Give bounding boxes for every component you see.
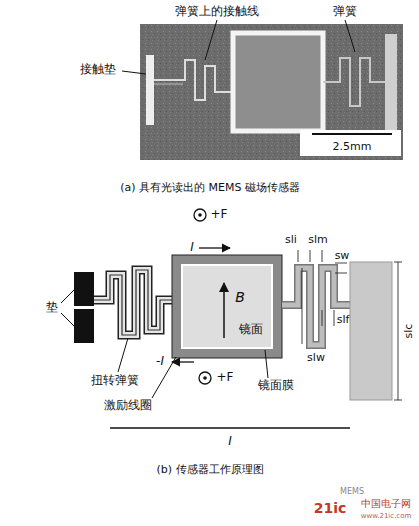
watermark: 中国电子网 <box>361 498 411 509</box>
part-name: 镜面 <box>239 323 263 336</box>
part-name: 接触垫 <box>80 63 116 76</box>
watermark: 21ic <box>314 501 347 516</box>
signal-label: -I <box>156 355 164 368</box>
mirror-membrane: B 镜面 <box>182 265 272 348</box>
watermark: MEMS <box>340 488 364 497</box>
principle-drawing <box>61 209 402 428</box>
dimension-label: slf <box>337 314 350 326</box>
figure-caption: (a) 具有光读出的 MEMS 磁场传感器 <box>120 182 300 194</box>
signal-label: +F <box>217 371 234 384</box>
signal-label: I <box>228 435 232 448</box>
part-name: 激励线圈 <box>104 399 152 412</box>
sensor-photo <box>122 20 403 160</box>
figure-caption: (b) 传感器工作原理图 <box>156 464 263 476</box>
dimension-label: sli <box>285 234 297 246</box>
part-name: 镜面膜 <box>258 379 294 392</box>
field-symbol: B <box>235 290 245 305</box>
watermark: www.21ic.com <box>361 513 412 521</box>
part-name: 垫 <box>46 301 58 314</box>
part-name: 弹簧 <box>333 5 357 18</box>
part-name: 扭转弹簧 <box>91 374 139 387</box>
dimension-label: slc <box>403 324 415 339</box>
signal-label: I <box>190 241 194 254</box>
signal-label: +F <box>211 208 228 221</box>
dimension-label: slm <box>308 234 328 246</box>
dimension-label: 2.5mm <box>333 141 372 153</box>
dimension-label: sw <box>335 250 350 262</box>
dimension-label: slw <box>307 352 325 364</box>
part-name: 弹簧上的接触线 <box>175 5 259 18</box>
